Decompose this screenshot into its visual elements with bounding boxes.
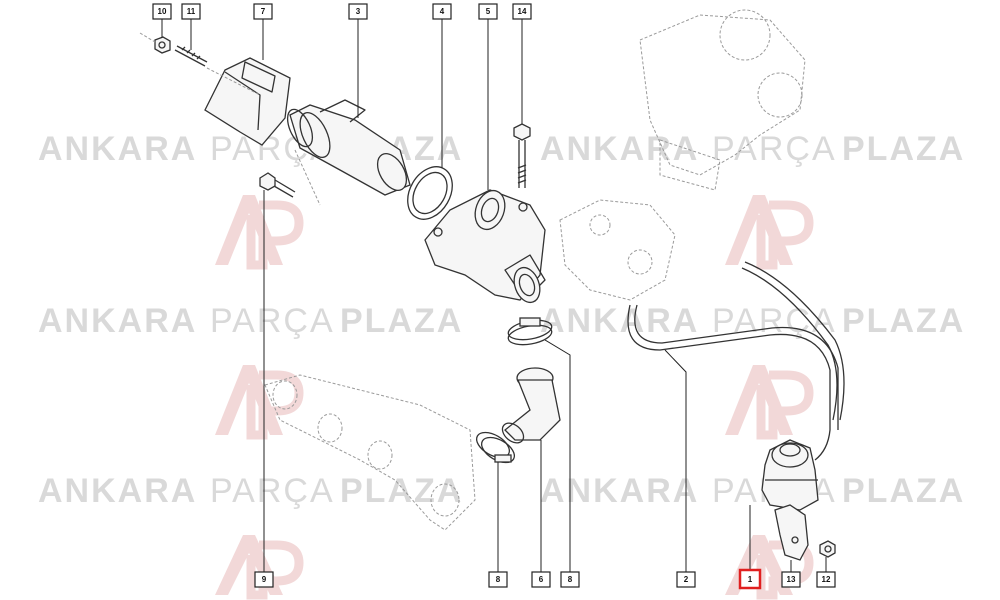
watermark-word: PARÇA (210, 472, 335, 510)
watermark-word: PLAZA (842, 302, 965, 340)
callout-10[interactable]: 10 (152, 3, 172, 20)
callout-1-highlighted[interactable]: 1 (738, 568, 762, 590)
callout-3[interactable]: 3 (348, 3, 368, 20)
callout-2[interactable]: 2 (676, 571, 696, 588)
watermark-word: ANKARA (38, 302, 197, 340)
callout-label: 10 (158, 7, 167, 16)
part-solenoid-valve-1 (761, 439, 819, 511)
callout-11[interactable]: 11 (181, 3, 201, 20)
part-heat-shield-7 (204, 57, 291, 146)
callout-label: 11 (187, 7, 196, 16)
callout-6[interactable]: 6 (531, 571, 551, 588)
part-vacuum-pump (559, 199, 676, 301)
watermark-word: PLAZA (340, 472, 463, 510)
callout-label: 6 (539, 575, 544, 584)
watermark-word: ANKARA (38, 472, 197, 510)
part-egr-housing-5 (424, 189, 546, 304)
callout-8-right[interactable]: 8 (560, 571, 580, 588)
watermark-word: PARÇA (712, 130, 837, 168)
watermark-logo (215, 195, 304, 270)
callout-label: 4 (440, 7, 445, 16)
callout-label: 9 (262, 575, 267, 584)
watermark-logo (725, 365, 814, 440)
part-exhaust-manifold (264, 374, 476, 531)
watermark-text: ANKARA PARÇA PLAZA ANKARA PARÇA PLAZA AN… (38, 130, 965, 510)
callout-label: 3 (356, 7, 361, 16)
callout-9[interactable]: 9 (254, 571, 274, 588)
part-egr-valve-3 (286, 99, 411, 206)
watermark-word: PLAZA (340, 302, 463, 340)
part-bracket-13 (774, 504, 809, 561)
part-bolt-14 (513, 123, 531, 188)
watermark-word: PARÇA (210, 302, 335, 340)
callout-12[interactable]: 12 (816, 571, 836, 588)
part-clamp-8-upper (507, 317, 553, 346)
leader-lines (161, 19, 827, 572)
part-clamp-8-lower (475, 431, 516, 464)
watermark-logo (215, 365, 304, 440)
callout-label: 13 (787, 575, 796, 584)
watermark-word: ANKARA (540, 472, 699, 510)
part-bolt-9 (259, 172, 296, 198)
callout-5[interactable]: 5 (478, 3, 498, 20)
callout-4[interactable]: 4 (432, 3, 452, 20)
callout-14[interactable]: 14 (512, 3, 532, 20)
callout-label: 8 (568, 575, 573, 584)
watermark-logo (725, 195, 814, 270)
callout-label: 1 (748, 575, 753, 584)
part-pipe-6 (501, 367, 561, 444)
callout-8-left[interactable]: 8 (488, 571, 508, 588)
part-vacuum-hose-2 (627, 261, 845, 461)
callout-labels: 10 11 7 3 4 5 14 9 (152, 3, 836, 590)
watermark-word: ANKARA (38, 130, 197, 168)
watermark-word: PLAZA (842, 472, 965, 510)
callout-label: 12 (822, 575, 831, 584)
watermark-word: ANKARA (540, 302, 699, 340)
callout-label: 14 (518, 7, 527, 16)
callout-label: 5 (486, 7, 491, 16)
part-turbocharger (639, 9, 806, 191)
part-nut-12 (819, 540, 836, 558)
part-gasket-4 (407, 166, 453, 220)
part-nut-10 (139, 32, 171, 54)
callout-label: 2 (684, 575, 689, 584)
part-stud-11 (174, 45, 208, 67)
watermark-word: ANKARA (540, 130, 699, 168)
callout-7[interactable]: 7 (253, 3, 273, 20)
watermark-word: PLAZA (842, 130, 965, 168)
callout-label: 8 (496, 575, 501, 584)
callout-13[interactable]: 13 (781, 571, 801, 588)
callout-label: 7 (261, 7, 266, 16)
